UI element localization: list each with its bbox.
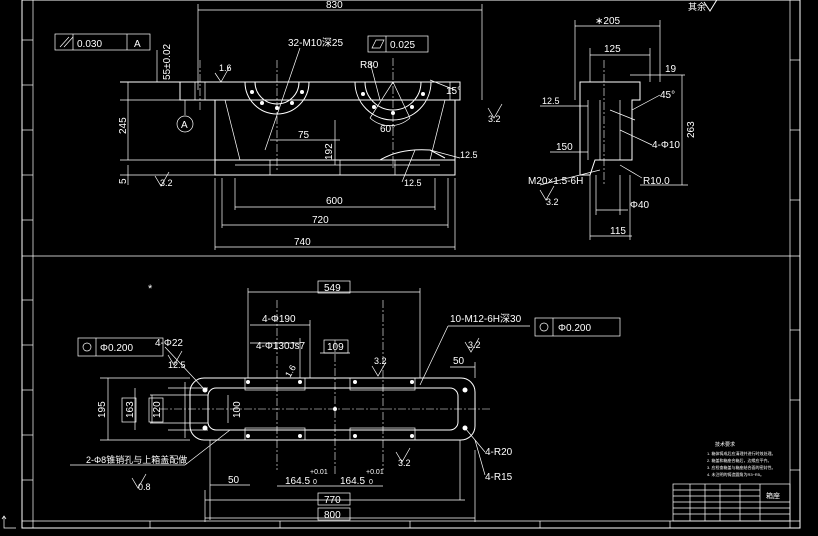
notes-line-4: 4. 未注明的铸造圆角为R3~R5。 — [707, 471, 764, 477]
notes-line-1: 1. 箱体铸成后应清理并进行时效处理。 — [707, 450, 775, 456]
dim-164-5-a-upper: +0.01 — [310, 469, 328, 476]
parallel-datum: A — [134, 39, 141, 50]
holes-4-d130: 4-Φ130Js7 — [256, 341, 306, 352]
pin-hole-note: 2-Φ8锥销孔与上箱盖配做 — [86, 454, 187, 465]
angle-60: 60° — [380, 124, 395, 135]
dim-830: 830 — [326, 0, 343, 11]
dim-19: 19 — [665, 64, 677, 75]
dim-740: 740 — [294, 237, 311, 248]
drawing-name: 箱座 — [766, 491, 780, 500]
front-view: A 830 — [54, 0, 503, 250]
dim-600: 600 — [326, 196, 343, 207]
dim-800: 800 — [324, 510, 341, 521]
flatness-tolerance: 0.025 — [390, 40, 415, 51]
holes-4-d10: 4-Φ10 — [652, 140, 680, 151]
dim-5: 5 — [118, 178, 129, 184]
side-roughness-3-2: 3.2 — [546, 197, 559, 207]
dim-55: 55±0.02 — [162, 43, 173, 80]
position-tolerance-left: Φ0.200 — [100, 343, 133, 354]
roughness-12-5-a: 12.5 — [460, 150, 478, 160]
holes-4-d190: 4-Φ190 — [262, 314, 296, 325]
title-block: 箱座 — [672, 483, 791, 522]
position-tolerance-right: Φ0.200 — [558, 323, 591, 334]
dim-192: 192 — [324, 143, 335, 160]
plan-roughness-top: 3.2 — [374, 356, 387, 366]
holes-4-d22: 4-Φ22 — [155, 338, 183, 349]
plan-roughness-0-8: 0.8 — [138, 482, 151, 492]
dim-75: 75 — [298, 130, 310, 141]
dim-50-left: 50 — [228, 475, 240, 486]
angle-45: 45° — [660, 90, 675, 101]
sheet-frame — [21, 0, 801, 529]
thread-holes-m12: 10-M12-6H深30 — [450, 313, 522, 325]
roughness-top: 1.6 — [219, 63, 232, 73]
dim-164-5-a: 164.5 — [285, 476, 310, 487]
star-marker: * — [148, 283, 153, 295]
thread-holes-label: 32-M10深25 — [288, 37, 343, 49]
dim-150: 150 — [556, 142, 573, 153]
dim-770: 770 — [324, 495, 341, 506]
side-view: ∗205 125 19 12.5 45° 4-Φ10 263 150 M20×1… — [528, 16, 697, 240]
plan-view: 549 4-Φ190 4-Φ130Js7 109 3.2 10-M12-6H深3… — [70, 280, 621, 522]
dim-720: 720 — [312, 215, 329, 226]
radius-4-r20: 4-R20 — [485, 447, 513, 458]
roughness-12-5: 12.5 — [542, 96, 560, 106]
corner-roughness-symbol — [703, 0, 718, 12]
notes-line-2: 2. 箱盖和箱座合箱后，边缘应平齐。 — [707, 457, 771, 463]
plan-roughness-12-5: 12.5 — [168, 360, 186, 370]
dim-100: 100 — [232, 401, 243, 418]
dim-164-5-a-lower: 0 — [313, 479, 317, 486]
dim-205: ∗205 — [595, 16, 621, 27]
radius-r80: R80 — [360, 60, 379, 71]
dim-163: 163 — [125, 401, 136, 418]
dim-115: 115 — [610, 226, 626, 237]
radius-r10: R10.0 — [643, 176, 670, 187]
notes-line-3: 3. 应检查箱盖与箱座结合面的密封性。 — [707, 464, 775, 470]
dim-109: 109 — [327, 342, 344, 353]
corner-roughness-note: 其余 — [688, 1, 706, 12]
plan-roughness-bottom: 3.2 — [398, 458, 411, 468]
ucs-icon — [1, 515, 16, 529]
technical-notes: 技术要求 1. 箱体铸成后应清理并进行时效处理。 2. 箱盖和箱座合箱后，边缘应… — [707, 441, 775, 477]
roughness-12-5-b: 12.5 — [404, 178, 422, 188]
dim-263: 263 — [686, 121, 697, 138]
roughness-right: 3.2 — [488, 114, 501, 124]
plan-roughness-right: 3.2 — [468, 340, 481, 350]
dim-164-5-b-upper: +0.01 — [366, 469, 384, 476]
dim-d40: Φ40 — [630, 200, 650, 211]
dim-120: 120 — [152, 401, 163, 418]
parallel-tolerance: 0.030 — [77, 39, 102, 50]
dim-549: 549 — [324, 283, 341, 294]
plan-roughness-1-6: 1.6 — [283, 363, 298, 379]
notes-title: 技术要求 — [715, 441, 735, 448]
dim-195: 195 — [97, 401, 108, 418]
dim-50-right: 50 — [453, 356, 465, 367]
roughness-bottom: 3.2 — [160, 178, 173, 188]
dim-164-5-b: 164.5 — [340, 476, 365, 487]
radius-4-r15: 4-R15 — [485, 472, 513, 483]
dim-125: 125 — [604, 44, 621, 55]
dim-164-5-b-lower: 0 — [369, 479, 373, 486]
angle-15: 15° — [446, 86, 461, 97]
dim-245: 245 — [118, 117, 129, 134]
front-datum-bubble: A — [181, 120, 188, 131]
thread-m20: M20×1.5-6H — [528, 176, 583, 187]
